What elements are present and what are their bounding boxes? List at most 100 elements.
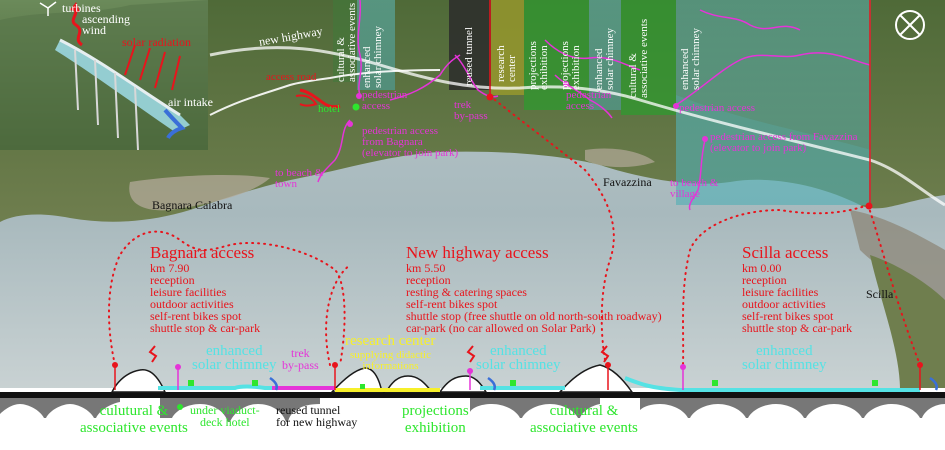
access-item: reception xyxy=(150,273,195,287)
air-intake-arrow-icon xyxy=(163,108,186,140)
access-title-bagnara: Bagnara access xyxy=(150,243,255,262)
zone-label-cultural-2: cultural & associative events xyxy=(627,18,650,98)
section-label-research-center: research center xyxy=(345,333,436,349)
bagnara-town xyxy=(129,175,270,211)
scilla-town xyxy=(850,210,945,300)
section-viaduct-2 xyxy=(160,398,320,422)
zone-cultural-1 xyxy=(333,0,357,82)
hotel-point xyxy=(352,103,360,111)
access-point-scilla xyxy=(865,202,873,210)
map-label-access-road: access road xyxy=(266,71,317,83)
scilla-access-dotted-b xyxy=(867,204,921,366)
solar-radiation-icon xyxy=(124,44,181,91)
compass-icon xyxy=(895,10,925,40)
section-turbine-icons xyxy=(148,345,610,363)
inset-label-turbines: turbines xyxy=(62,1,101,15)
access-item: reception xyxy=(742,273,787,287)
section-label-enhanced-chimney-1: enhanced solar chimney xyxy=(192,343,277,373)
inset-viaduct-deck xyxy=(59,38,181,117)
pedestrian-path-3 xyxy=(389,54,461,101)
section-label-projections-exhibition: projections exhibition xyxy=(402,403,469,436)
zone-chimney-1 xyxy=(357,0,395,90)
access-item: car-park (no car allowed on Solar Park) xyxy=(406,321,596,335)
access-item: self-rent bikes spot xyxy=(406,297,498,311)
zone-label-chimney-2: enhanced solar chimney xyxy=(593,27,616,90)
map-label-bagnara-calabra: Bagnara Calabra xyxy=(152,198,233,212)
section-label-trek-bypass: trek by-pass xyxy=(282,346,319,372)
access-item: km 5.50 xyxy=(406,261,446,275)
section-label-cultural-events-1: culutural & associative events xyxy=(80,403,188,436)
access-block-highway: New highway access km 5.50 reception res… xyxy=(406,243,662,335)
pedestrian-path-9 xyxy=(544,39,641,71)
park-line-chimney-1 xyxy=(158,384,272,390)
access-block-bagnara: Bagnara access km 7.90 reception leisure… xyxy=(150,243,261,335)
map-label-to-beach-town: to beach & town xyxy=(275,167,324,190)
wind-arrow-head xyxy=(70,2,80,12)
zone-label-cultural-1: cultural & associative events xyxy=(335,2,358,82)
map-label-pedestrian-access-2: pedestrian access xyxy=(566,89,612,112)
highway-access-dotted-b xyxy=(325,264,351,366)
map-label-scilla: Scilla xyxy=(866,287,894,301)
zone-chimney-3 xyxy=(676,0,871,205)
favazzina-town xyxy=(585,148,655,168)
map-label-pedestrian-access-1: pedestrian access xyxy=(362,89,408,112)
zone-label-tunnel: reused tunnel xyxy=(463,27,475,86)
access-item: outdoor activities xyxy=(742,297,826,311)
section-viaduct-3 xyxy=(470,398,600,418)
map-label-pedestrian-access-3: pedestrian access xyxy=(679,102,756,114)
zone-tunnel xyxy=(449,0,491,90)
section-viaduct xyxy=(0,398,120,418)
inset-viaduct xyxy=(55,40,190,132)
access-item: self-rent bikes spot xyxy=(742,309,834,323)
inset-viaduct-piers xyxy=(74,49,139,151)
access-road-curl xyxy=(295,94,318,107)
section-ground xyxy=(0,392,945,398)
pedestrian-point-1 xyxy=(356,93,362,99)
access-road-line xyxy=(299,88,341,109)
zone-label-projections-1: projections exhibition xyxy=(527,41,550,90)
section-label-reused-tunnel: reused tunnel for new highway xyxy=(276,403,358,429)
access-title-highway: New highway access xyxy=(406,243,549,262)
map-label-pedestrian-access-bagnara: pedestrian access from Bagnara (elevator… xyxy=(362,125,459,159)
access-item: shuttle stop (free shuttle on old north-… xyxy=(406,309,662,323)
access-item: shuttle stop & car-park xyxy=(150,321,261,335)
zone-research xyxy=(491,0,524,95)
park-line-chimney-3 xyxy=(624,376,920,392)
section-label-enhanced-chimney-3: enhanced solar chimney xyxy=(742,343,827,373)
pedestrian-path-8 xyxy=(688,139,706,211)
access-item: leisure facilities xyxy=(150,285,227,299)
pedestrian-path-7 xyxy=(699,9,801,31)
pedestrian-path-4 xyxy=(317,119,351,183)
turbine-icon xyxy=(39,1,57,16)
section-markers xyxy=(112,362,923,410)
access-item: reception xyxy=(406,273,451,287)
access-point-highway xyxy=(486,93,494,101)
access-item: self-rent bikes spot xyxy=(150,309,242,323)
pedestrian-path-6 xyxy=(675,52,871,106)
old-road-line xyxy=(209,69,441,116)
access-item: shuttle stop & car-park xyxy=(742,321,853,335)
zone-label-chimney-1: enhanced solar chimney xyxy=(361,25,384,88)
pedestrian-point-3 xyxy=(563,81,569,87)
map-label-to-beach-village: to beach & village xyxy=(670,177,719,200)
inset-label-solar-radiation: solar radiation xyxy=(122,35,191,49)
pedestrian-point-2 xyxy=(347,121,353,127)
section-hill-2 xyxy=(330,367,383,393)
map-label-pedestrian-access-favazzina: pedestrian access from Favazzina (elevat… xyxy=(710,131,858,154)
map-label-trek-bypass: trek by-pass xyxy=(454,99,488,122)
access-item: km 0.00 xyxy=(742,261,782,275)
access-block-scilla: Scilla access km 0.00 reception leisure … xyxy=(742,244,853,335)
map-label-favazzina: Favazzina xyxy=(603,175,652,189)
section-hill-5 xyxy=(558,364,634,393)
inset-label-air-intake: air intake xyxy=(168,95,213,109)
pedestrian-path-1 xyxy=(357,0,362,96)
section-label-cultural-events-2: culutural & associative events xyxy=(530,403,638,436)
access-item: outdoor activities xyxy=(150,297,234,311)
map-label-hotel: hotel xyxy=(318,103,340,115)
section-viaduct-4 xyxy=(640,398,945,418)
section-label-under-viaduct: under viaduct- deck hotel xyxy=(190,403,260,429)
access-item: km 7.90 xyxy=(150,261,190,275)
pedestrian-point-5 xyxy=(702,136,708,142)
